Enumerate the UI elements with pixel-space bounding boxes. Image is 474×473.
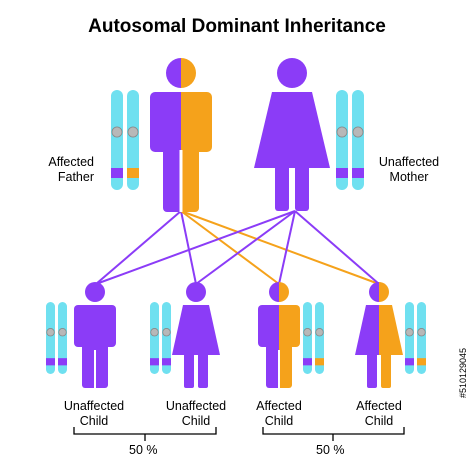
mother-label-line2: Mother [389,170,429,184]
bracket-left [73,427,217,441]
chromosome-pairs [46,90,426,374]
line-mother-child4 [294,210,380,285]
gene-band [352,168,364,178]
child-4-chromosomes [405,302,426,374]
chromosome [417,302,426,374]
gene-band [150,358,159,366]
centromere [127,126,139,138]
line-mother-child2 [195,210,296,285]
line-father-child3 [180,210,280,285]
centromere [46,328,55,337]
line-father-child2 [180,210,197,285]
child-2-label: Unaffected Child [160,399,232,429]
child-4-label-line1: Affected [356,399,402,413]
child-1-label-line1: Unaffected [63,399,125,413]
mother-label: Unaffected Mother [374,155,444,185]
inheritance-lines [95,210,380,285]
child-1-chromosomes [46,302,67,374]
chromosome [315,302,324,374]
centromere [303,328,312,337]
chromosome [111,90,123,190]
gene-band [46,358,55,366]
gene-band [162,358,171,366]
child-3-label: Affected Child [246,399,312,429]
child-2-figure [172,282,220,388]
chromosome [150,302,159,374]
gene-band [303,358,312,366]
centromere [58,328,67,337]
chromosome [46,302,55,374]
centromere [417,328,426,337]
gene-band [315,358,324,366]
child-1-figure [74,282,116,388]
chromosome [127,90,139,190]
father-label-line1: Affected [48,155,94,169]
child-3-figure [258,282,300,388]
father-chromosomes [111,90,139,190]
chromosome [303,302,312,374]
diagram-title: Autosomal Dominant Inheritance [88,16,386,37]
child-2-label-line2: Child [181,414,211,428]
child-1-label: Unaffected Child [58,399,130,429]
centromere [352,126,364,138]
right-percent: 50 % [316,443,345,457]
chromosome [162,302,171,374]
father-label-line2: Father [57,170,94,184]
centromere [162,328,171,337]
chromosome [58,302,67,374]
child-4-label-line2: Child [364,414,394,428]
mother-label-line1: Unaffected [378,155,440,169]
chromosome [336,90,348,190]
father-label: Affected Father [38,155,94,185]
line-mother-child3 [278,210,296,285]
centromere [405,328,414,337]
mother-chromosomes [336,90,364,190]
child-3-label-line1: Affected [256,399,302,413]
mother-figure [254,58,330,211]
line-father-child1 [95,210,182,285]
chromosome [405,302,414,374]
child-2-chromosomes [150,302,171,374]
gene-band [336,168,348,178]
bracket-right [262,427,405,441]
centromere [315,328,324,337]
centromere [111,126,123,138]
gene-band [58,358,67,366]
child-4-figure [355,282,403,388]
left-percent: 50 % [129,443,158,457]
gene-band [417,358,426,366]
chromosome [352,90,364,190]
child-1-label-line2: Child [79,414,109,428]
child-3-label-line2: Child [264,414,294,428]
centromere [336,126,348,138]
line-mother-child1 [95,210,296,285]
gene-band [111,168,123,178]
gene-band [405,358,414,366]
gene-band [127,168,139,178]
stock-id: #510129045 [458,347,468,398]
child-4-label: Affected Child [346,399,412,429]
father-figure [150,58,212,212]
child-3-chromosomes [303,302,324,374]
child-2-label-line1: Unaffected [165,399,227,413]
centromere [150,328,159,337]
line-father-child4 [180,210,380,285]
